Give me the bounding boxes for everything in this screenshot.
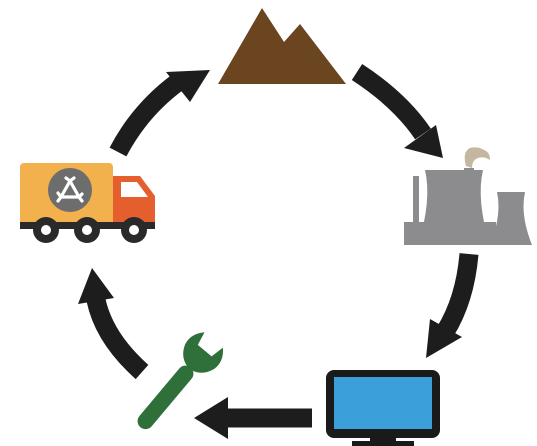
truck-window [121,182,148,197]
monitor-icon [326,370,440,446]
truck-hubcap-middle [82,225,92,235]
arrow-product-to-repair [194,397,312,439]
factory-base [404,222,496,245]
recycling-truck-icon [20,163,155,243]
arrow-recycling-to-raw-material [109,70,210,157]
arrow-raw-material-to-manufacturing [351,64,443,158]
wrench-icon [137,332,224,430]
mountain-icon [218,8,346,84]
monitor-stand-base [352,441,414,446]
monitor-screen [334,377,432,429]
mountain-shape [218,8,346,84]
wrench-handle [137,365,194,430]
cycle-arrows [78,64,479,439]
factory-icon [404,147,532,245]
arrow-repair-to-recycling [78,268,149,380]
factory-chimney-small [413,176,419,224]
monitor-stand-neck [370,437,396,443]
truck-hubcap-rear [41,225,51,235]
smoke-shape [464,147,490,168]
wrench-jaw [183,332,224,373]
factory-cooling-tower-right [490,192,532,245]
recycle-symbol-circle [48,168,92,212]
truck-hubcap-front [129,225,139,235]
recycle-symbol-icon [56,176,84,203]
arrow-manufacturing-to-product [426,253,479,358]
